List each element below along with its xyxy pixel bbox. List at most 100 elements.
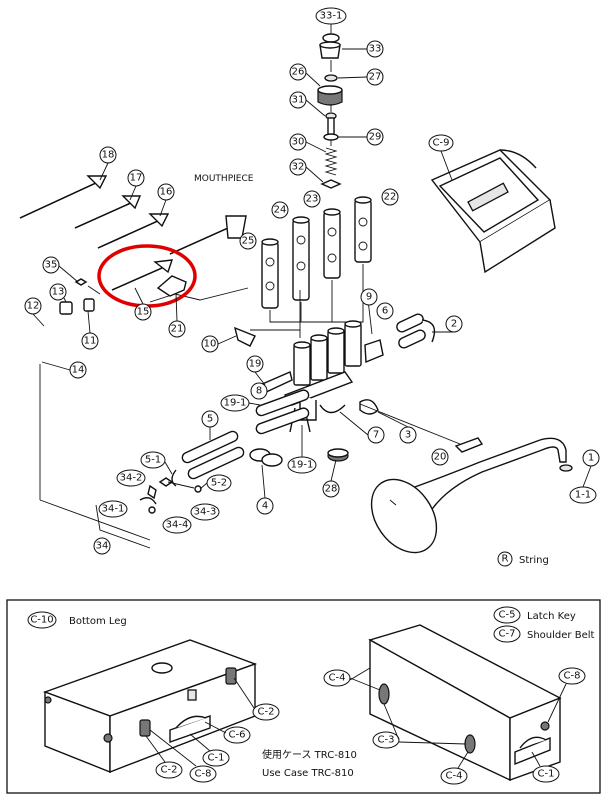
- svg-text:14: 14: [72, 365, 85, 376]
- svg-text:C-8: C-8: [564, 671, 581, 682]
- callout-5: 5: [201, 410, 219, 428]
- callout-13: 13: [49, 283, 67, 301]
- r-mark: R: [502, 554, 509, 565]
- callout-34-4: 34-4: [162, 516, 192, 534]
- callout-30: 30: [289, 133, 307, 151]
- callout-22: 22: [381, 188, 399, 206]
- lead-pipes: [19, 175, 249, 303]
- svg-text:11: 11: [84, 336, 97, 347]
- callout-c10: C-10: [27, 611, 57, 629]
- bell: [359, 403, 573, 554]
- callout-18: 18: [99, 146, 117, 164]
- callout-11: 11: [81, 332, 99, 350]
- callout-19-1b: 19-1: [287, 456, 317, 474]
- callout-1-1: 1-1: [569, 486, 597, 504]
- callout-c2b: C-2: [155, 761, 183, 779]
- case-right-view: [368, 624, 562, 782]
- svg-text:C-1: C-1: [208, 753, 225, 764]
- callout-5-2: 5-2: [206, 474, 232, 492]
- callout-c4b: C-4: [440, 767, 468, 785]
- slides-right: [367, 299, 436, 349]
- callout-28: 28: [322, 480, 340, 498]
- svg-text:10: 10: [204, 339, 217, 350]
- svg-text:29: 29: [369, 132, 382, 143]
- callout-34-1: 34-1: [98, 500, 128, 518]
- svg-text:27: 27: [369, 72, 382, 83]
- callout-c8a: C-8: [189, 765, 217, 783]
- callout-c9: C-9: [428, 134, 454, 152]
- svg-text:16: 16: [160, 187, 173, 198]
- svg-text:19-1: 19-1: [291, 460, 314, 471]
- callout-19-1a: 19-1: [220, 394, 250, 412]
- callout-14: 14: [69, 361, 87, 379]
- svg-text:C-1: C-1: [538, 769, 555, 780]
- svg-text:4: 4: [262, 501, 268, 512]
- callout-10: 10: [201, 335, 219, 353]
- callout-c1a: C-1: [202, 749, 230, 767]
- svg-text:C-2: C-2: [258, 707, 275, 718]
- svg-text:26: 26: [292, 67, 305, 78]
- svg-text:15: 15: [137, 307, 150, 318]
- svg-text:20: 20: [434, 452, 447, 463]
- svg-text:8: 8: [256, 386, 262, 397]
- svg-text:19-1: 19-1: [224, 398, 247, 409]
- callout-15: 15: [134, 303, 152, 321]
- svg-text:32: 32: [292, 162, 305, 173]
- callout-4: 4: [256, 497, 274, 515]
- svg-text:C-10: C-10: [30, 615, 53, 626]
- svg-text:23: 23: [306, 194, 319, 205]
- svg-text:24: 24: [274, 205, 287, 216]
- callout-33: 33: [366, 40, 384, 58]
- svg-text:35: 35: [45, 260, 58, 271]
- callout-12: 12: [24, 297, 42, 315]
- callout-2: 2: [445, 315, 463, 333]
- callout-27: 27: [366, 68, 384, 86]
- callout-35: 35: [42, 256, 60, 274]
- svg-text:5: 5: [207, 414, 213, 425]
- svg-text:C-2: C-2: [161, 765, 178, 776]
- bottom-leg-label: Bottom Leg: [69, 616, 127, 627]
- callout-24: 24: [271, 201, 289, 219]
- svg-text:22: 22: [384, 192, 397, 203]
- callout-1: 1: [582, 449, 600, 467]
- callout-34: 34: [93, 537, 111, 555]
- callout-6: 6: [376, 302, 394, 320]
- svg-text:34-3: 34-3: [194, 507, 217, 518]
- shoulder-belt-label: Shoulder Belt: [527, 630, 595, 641]
- svg-text:C-8: C-8: [195, 769, 212, 780]
- case-model-jp: 使用ケース TRC-810: [262, 748, 357, 761]
- svg-text:21: 21: [171, 324, 184, 335]
- callout-17: 17: [127, 169, 145, 187]
- svg-text:34: 34: [96, 541, 109, 552]
- callout-c2a: C-2: [252, 703, 280, 721]
- pistons: [261, 196, 372, 323]
- svg-text:30: 30: [292, 137, 305, 148]
- callout-7: 7: [367, 426, 385, 444]
- svg-text:7: 7: [373, 430, 379, 441]
- svg-text:5-1: 5-1: [145, 455, 161, 466]
- case-leaders: [145, 667, 567, 769]
- callout-21: 21: [168, 320, 186, 338]
- leader-lines: [32, 24, 592, 499]
- svg-text:C-5: C-5: [499, 610, 516, 621]
- pouch-c9: [430, 149, 556, 274]
- highlight-circle: [97, 244, 197, 308]
- callout-c7: C-7: [493, 625, 521, 643]
- svg-text:33-1: 33-1: [320, 11, 343, 22]
- svg-text:34-2: 34-2: [120, 473, 143, 484]
- callout-8: 8: [250, 382, 268, 400]
- tuning-slide: [35, 278, 151, 541]
- callout-c5: C-5: [493, 606, 521, 624]
- callout-16: 16: [157, 183, 175, 201]
- svg-text:18: 18: [102, 150, 115, 161]
- callout-34-3: 34-3: [190, 503, 220, 521]
- svg-text:12: 12: [27, 301, 40, 312]
- case-left-view: [42, 639, 258, 774]
- callout-23: 23: [303, 190, 321, 208]
- svg-text:25: 25: [242, 236, 255, 247]
- svg-text:13: 13: [52, 287, 65, 298]
- callout-5-1: 5-1: [140, 451, 166, 469]
- svg-text:C-7: C-7: [499, 629, 516, 640]
- callout-c3: C-3: [372, 731, 400, 749]
- svg-text:34-1: 34-1: [102, 504, 125, 515]
